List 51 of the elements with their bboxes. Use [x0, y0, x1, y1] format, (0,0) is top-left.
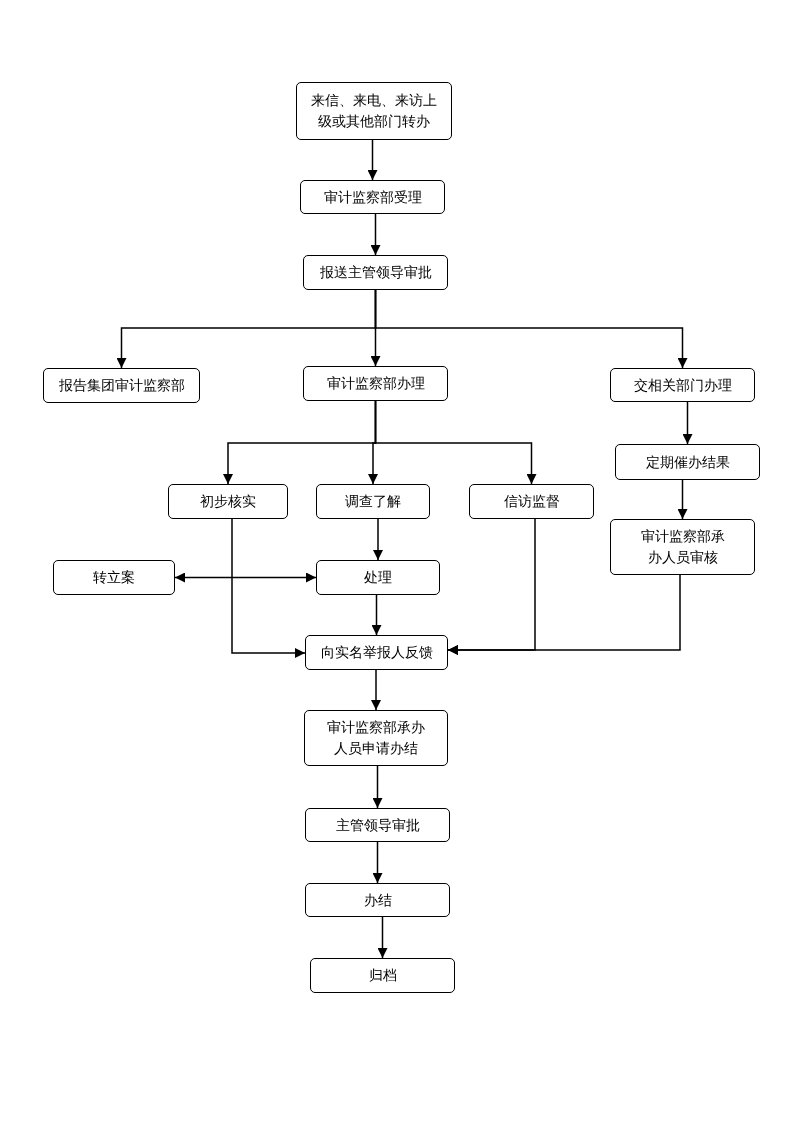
process-box	[300, 180, 445, 214]
arrow	[677, 479, 688, 520]
process-box	[305, 883, 450, 917]
arrow	[372, 841, 383, 884]
process-box	[310, 958, 455, 993]
node-label: 办结	[363, 890, 392, 910]
arrow	[231, 518, 306, 658]
node-label: 审计监察部办理	[326, 374, 425, 393]
process-box	[610, 519, 755, 575]
arrow	[174, 572, 317, 583]
process-box	[303, 366, 448, 401]
process-box	[316, 484, 430, 519]
node-label: 交相关部门办理	[633, 375, 732, 395]
node-label: 来信、来电、来访上级或其他部门转办	[311, 91, 437, 131]
arrow	[367, 139, 378, 181]
node-label: 处理	[364, 568, 392, 587]
node-label: 报告集团审计监察部	[58, 376, 185, 395]
process-box	[469, 484, 594, 519]
arrow	[370, 213, 381, 256]
arrow	[372, 765, 383, 809]
process-box	[305, 635, 448, 670]
arrow	[682, 401, 693, 445]
process-box	[296, 82, 452, 140]
process-box	[168, 484, 288, 519]
process-box	[304, 710, 448, 766]
arrow	[374, 400, 537, 485]
process-box	[43, 368, 200, 403]
process-box	[610, 368, 755, 402]
arrow	[373, 518, 383, 561]
node-label: 审计监察部承办人员申请办结	[327, 718, 425, 758]
process-box	[305, 808, 450, 842]
arrow	[371, 594, 382, 636]
arrow	[377, 916, 388, 959]
process-box	[303, 255, 448, 290]
node-label: 归档	[368, 966, 397, 985]
node-label: 审计监察部承办人员审核	[640, 527, 725, 567]
node-label: 转立案	[93, 568, 135, 587]
process-box	[316, 560, 440, 595]
arrow	[374, 289, 688, 369]
node-label: 主管领导审批	[335, 815, 420, 835]
node-label: 初步核实	[200, 492, 256, 511]
process-box	[615, 444, 760, 480]
node-label: 调查了解	[345, 492, 401, 511]
arrow	[447, 574, 681, 655]
node-label: 定期催办结果	[645, 452, 730, 472]
node-label: 向实名举报人反馈	[320, 643, 433, 662]
node-label: 信访监督	[503, 492, 560, 511]
arrow	[371, 669, 381, 711]
node-label: 报送主管领导审批	[319, 263, 432, 282]
process-box	[53, 560, 175, 595]
node-label: 审计监察部受理	[323, 187, 422, 207]
